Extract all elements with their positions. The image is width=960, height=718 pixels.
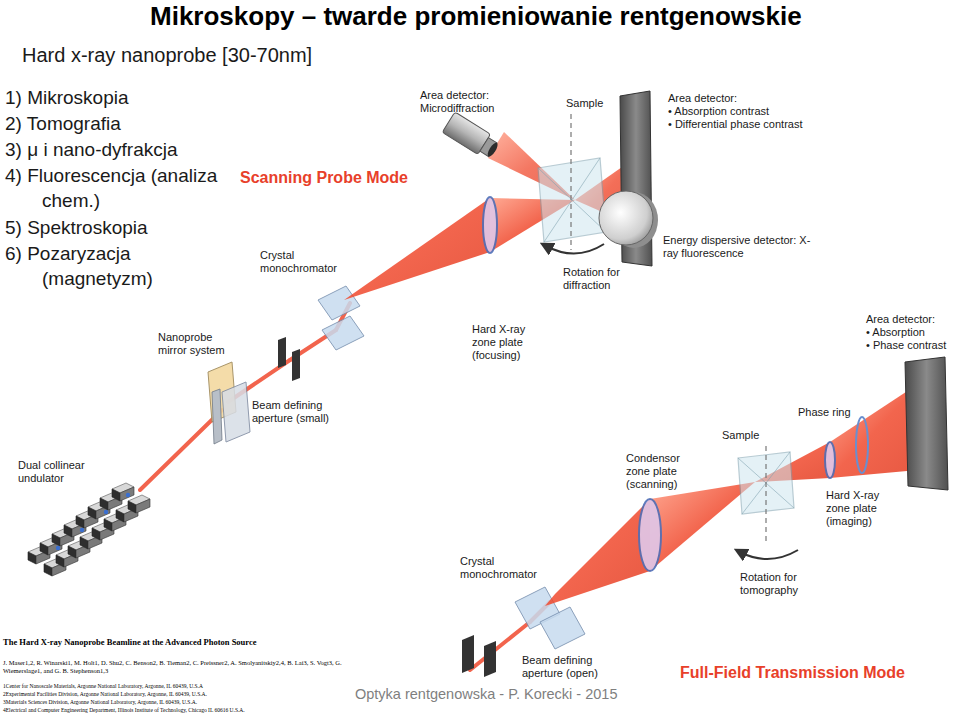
- undulator: [56, 546, 60, 550]
- fluorescence-detector: [599, 191, 653, 245]
- condenser-zone-plate: [639, 499, 661, 571]
- footer-note: Optyka rentgenowska - P. Korecki - 2015: [355, 685, 617, 703]
- part-label: Hard X-ray zone plate (imaging): [826, 489, 896, 528]
- thin-beam: [140, 410, 222, 490]
- citation-title: The Hard X-ray Nanoprobe Beamline at the…: [3, 637, 257, 647]
- area-detector-bottom: [905, 357, 948, 490]
- undulator: [112, 483, 134, 501]
- sample-top: [538, 158, 606, 242]
- crystal-monochromator: [515, 587, 585, 649]
- list-item: 6) Pozaryzacja (magnetyzm): [5, 241, 242, 291]
- mirror-system: [222, 382, 250, 442]
- sample-top: [538, 158, 606, 242]
- aperture-open: [484, 641, 496, 677]
- list-item: 3) μ i nano-dyfrakcja: [5, 137, 178, 162]
- part-label: Sample: [566, 97, 603, 110]
- part-label: • Absorption: [866, 326, 925, 339]
- part-label: Area detector:: [668, 92, 737, 105]
- undulator: [126, 493, 130, 497]
- aperture-small: [292, 349, 300, 381]
- undulator: [80, 528, 84, 532]
- x-ray-beam-bottom: [545, 386, 921, 606]
- part-label: Nanoprobe mirror system: [158, 331, 238, 357]
- thin-beam: [470, 622, 530, 670]
- aperture-small: [278, 337, 300, 381]
- part-label: • Differential phase contrast: [668, 118, 803, 131]
- slide-title: Mikroskopy – twarde promieniowanie rentg…: [150, 0, 802, 32]
- microdiffraction-detector: [442, 112, 501, 161]
- part-label: Sample: [722, 429, 759, 442]
- subtitle: Hard x-ray nanoprobe [30-70nm]: [22, 43, 312, 67]
- rotation-arrow: [546, 244, 604, 254]
- part-label: • Phase contrast: [866, 339, 946, 352]
- aperture-small: [278, 337, 286, 368]
- part-label: Energy dispersive detector: X-ray fluore…: [663, 234, 823, 260]
- part-label: Rotation for diffraction: [563, 266, 643, 292]
- zone-plate-focusing: [483, 197, 497, 253]
- mode-title: Full-Field Transmission Mode: [680, 663, 905, 682]
- condenser-zone-plate: [639, 499, 661, 571]
- thin-beam: [140, 303, 350, 490]
- undulator: [28, 483, 150, 576]
- zone-plate-imaging: [825, 442, 835, 478]
- fluorescence-detector: [599, 191, 658, 248]
- citation-affiliation: 3Materials Sciences Division, Argonne Na…: [3, 699, 197, 706]
- x-ray-beam-bottom: [545, 499, 650, 606]
- mirror-system: [212, 389, 222, 444]
- rotation-arrow: [740, 550, 798, 559]
- part-label: Crystal monochromator: [260, 249, 350, 275]
- crystal-monochromator: [540, 607, 585, 649]
- part-label: • Absorption contrast: [668, 105, 769, 118]
- part-label: Area detector:: [866, 313, 935, 326]
- list-item: 4) Fluorescencja (analiza chem.): [5, 163, 242, 213]
- part-label: Dual collinear undulator: [18, 459, 103, 485]
- citation-affiliation: 4Electrical and Computer Engineering Dep…: [3, 707, 245, 714]
- x-ray-beam-top: [344, 198, 490, 300]
- part-label: Rotation for tomography: [740, 571, 820, 597]
- x-ray-beam-bottom: [830, 386, 918, 478]
- citation-affiliation: 1Center for Nanoscale Materials, Argonne…: [3, 683, 203, 690]
- x-ray-beam-bottom: [650, 482, 755, 571]
- list-item: 5) Spektroskopia: [5, 215, 148, 240]
- part-label: Beam defining aperture (small): [252, 399, 347, 425]
- rotation-axis: [765, 446, 766, 545]
- part-label: Phase ring: [798, 406, 851, 419]
- zone-plate-focusing: [483, 197, 497, 253]
- mirror-system: [208, 362, 250, 444]
- aperture-open: [462, 635, 496, 677]
- citation-authors: J. Maser1,2, R. Winarski1, M. Holt1, D. …: [3, 659, 348, 675]
- part-label: Hard X-ray zone plate (focusing): [472, 323, 542, 362]
- crystal-monochromator: [322, 316, 364, 350]
- microdiffraction-detector: [486, 141, 500, 158]
- part-label: Condensor zone plate (scanning): [626, 452, 688, 491]
- area-detector-bottom: [905, 357, 948, 490]
- rotation-axis: [570, 114, 571, 250]
- citation-affiliation: 2Experimental Facilities Division, Argon…: [3, 691, 207, 698]
- crystal-monochromator: [318, 286, 360, 320]
- part-label: Crystal monochromator: [460, 555, 550, 581]
- part-label: Beam defining aperture (open): [522, 654, 617, 680]
- aperture-open: [462, 635, 474, 673]
- part-label: Area detector: Microdiffraction: [420, 89, 515, 115]
- list-item: 2) Tomografia: [5, 111, 121, 136]
- undulator: [128, 495, 150, 513]
- list-item: 1) Mikroskopia: [5, 85, 129, 110]
- mode-title: Scanning Probe Mode: [240, 168, 408, 187]
- zone-plate-imaging: [825, 442, 835, 478]
- undulator: [104, 510, 108, 514]
- sample-top: [544, 158, 600, 242]
- phase-ring: [856, 417, 868, 473]
